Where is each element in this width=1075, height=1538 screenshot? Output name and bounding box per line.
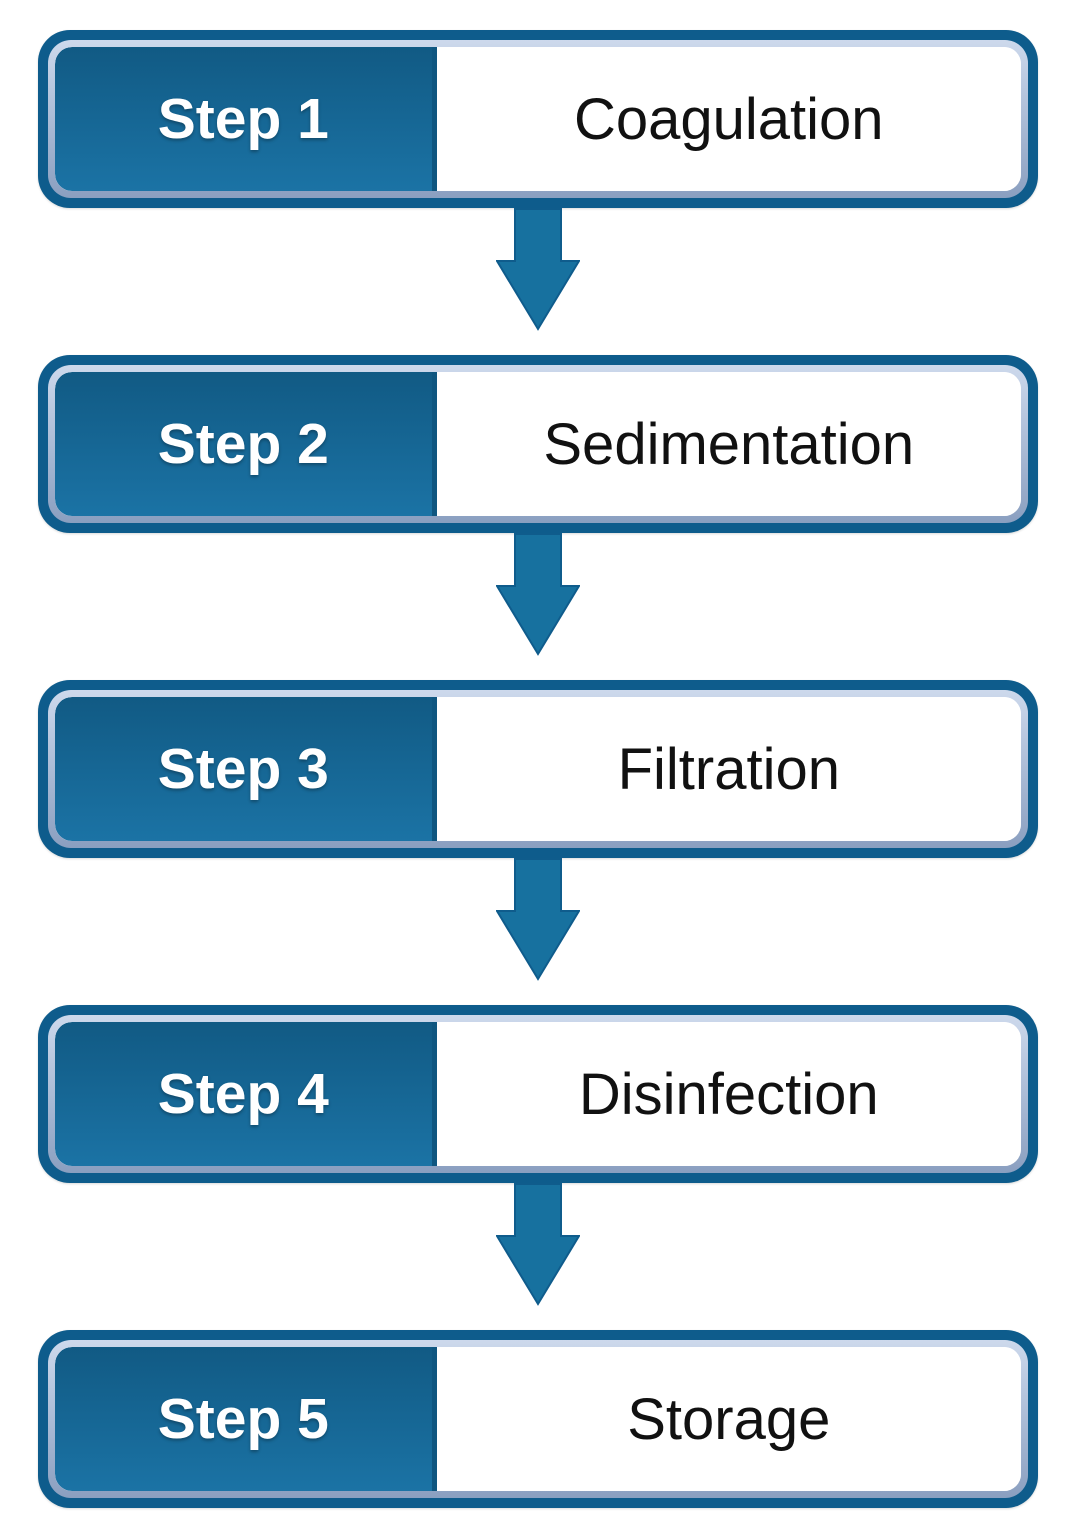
step-number-panel: Step 5 bbox=[55, 1347, 437, 1491]
step-label-panel: Coagulation bbox=[436, 47, 1021, 191]
step-label-panel: Disinfection bbox=[436, 1022, 1021, 1166]
step-label: Storage bbox=[627, 1386, 831, 1452]
step-box-frame: Step 3 Filtration bbox=[48, 690, 1028, 848]
connector-zone bbox=[38, 858, 1038, 1005]
step-box-frame: Step 2 Sedimentation bbox=[48, 365, 1028, 523]
step-box-frame: Step 4 Disinfection bbox=[48, 1015, 1028, 1173]
connector-zone bbox=[38, 1183, 1038, 1330]
step-box-frame: Step 5 Storage bbox=[48, 1340, 1028, 1498]
step-number-label: Step 4 bbox=[157, 1062, 329, 1126]
step-label: Filtration bbox=[617, 736, 840, 802]
step-box-content: Step 5 Storage bbox=[55, 1347, 1021, 1491]
step-box-4: Step 4 Disinfection bbox=[38, 1005, 1038, 1183]
step-box-content: Step 3 Filtration bbox=[55, 697, 1021, 841]
step-number-panel: Step 1 bbox=[55, 47, 437, 191]
step-number-label: Step 2 bbox=[157, 412, 329, 476]
down-arrow-icon bbox=[496, 533, 580, 656]
connector-zone bbox=[38, 208, 1038, 355]
step-number-panel: Step 4 bbox=[55, 1022, 437, 1166]
step-number-panel: Step 3 bbox=[55, 697, 437, 841]
connector-zone bbox=[38, 533, 1038, 680]
down-arrow-icon bbox=[496, 208, 580, 331]
step-box-1: Step 1 Coagulation bbox=[38, 30, 1038, 208]
step-number-panel: Step 2 bbox=[55, 372, 437, 516]
step-box-2: Step 2 Sedimentation bbox=[38, 355, 1038, 533]
step-number-label: Step 5 bbox=[157, 1387, 329, 1451]
step-box-3: Step 3 Filtration bbox=[38, 680, 1038, 858]
step-box-5: Step 5 Storage bbox=[38, 1330, 1038, 1508]
down-arrow-icon bbox=[496, 858, 580, 981]
step-box-content: Step 1 Coagulation bbox=[55, 47, 1021, 191]
step-label-panel: Sedimentation bbox=[436, 372, 1021, 516]
step-box-frame: Step 1 Coagulation bbox=[48, 40, 1028, 198]
step-label: Sedimentation bbox=[543, 411, 915, 477]
step-label-panel: Filtration bbox=[436, 697, 1021, 841]
step-box-content: Step 4 Disinfection bbox=[55, 1022, 1021, 1166]
step-box-content: Step 2 Sedimentation bbox=[55, 372, 1021, 516]
down-arrow-icon bbox=[496, 1183, 580, 1306]
step-label: Coagulation bbox=[573, 86, 884, 152]
step-number-label: Step 3 bbox=[157, 737, 329, 801]
step-number-label: Step 1 bbox=[157, 87, 329, 151]
step-label: Disinfection bbox=[578, 1061, 879, 1127]
step-label-panel: Storage bbox=[436, 1347, 1021, 1491]
